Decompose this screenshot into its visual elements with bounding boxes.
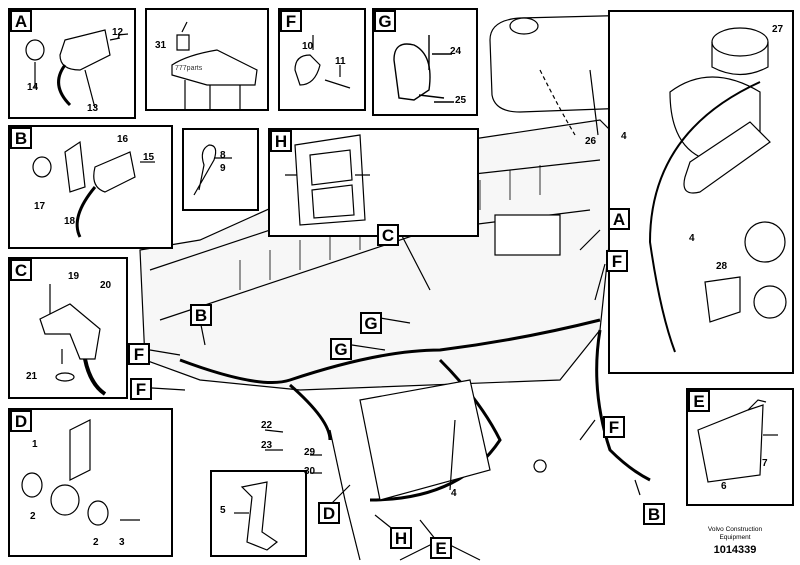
part-label: 2 [30,511,36,522]
part-label: 10 [302,41,314,52]
part-label: 20 [100,280,112,291]
part-label: 6 [721,481,727,492]
callout-a: A [608,208,630,230]
part-label: 15 [143,152,155,163]
panel-f-letter: F [280,10,302,32]
callout-e: E [430,537,452,559]
part-label: 14 [27,82,39,93]
part-label: 16 [117,134,129,145]
callout-f: F [606,250,628,272]
detail-panel-bracket [210,470,307,557]
part-label: 29 [304,447,316,458]
detail-panel-air-filter [608,10,794,374]
callout-f: F [128,343,150,365]
part-label: 7 [762,458,768,469]
part-label: 19 [68,271,80,282]
part-label: 27 [772,24,784,35]
part-label: 30 [304,466,316,477]
callout-g: G [330,338,352,360]
callout-f: F [130,378,152,400]
callout-b: B [643,503,665,525]
part-label: 21 [26,371,38,382]
callout-f: F [603,416,625,438]
panel-h-letter: H [270,130,292,152]
part-label: 3 [119,537,125,548]
watermark: 777parts [175,65,203,72]
part-label: 17 [34,201,46,212]
detail-panel-cable-tie [182,128,259,211]
manufacturer-line2: Equipment [719,534,751,541]
panel-e-letter: E [688,390,710,412]
detail-panel-e [686,388,794,506]
detail-panel-b [8,125,173,249]
part-label: 9 [220,163,226,174]
callout-d: D [318,502,340,524]
part-label: 28 [716,261,728,272]
detail-panel-d [8,408,173,557]
part-label: 1 [32,439,38,450]
part-label: 31 [155,40,167,51]
part-label: 25 [455,95,467,106]
diagram-footer: Volvo Construction Equipment 1014339 [690,526,780,556]
part-label: 4 [451,488,457,499]
detail-panel-c [8,257,128,399]
panel-c-letter: C [10,259,32,281]
panel-b-letter: B [10,127,32,149]
diagram-number: 1014339 [713,544,757,556]
part-label: 13 [87,103,99,114]
detail-panel-31 [145,8,269,111]
callout-h: H [390,527,412,549]
part-label: 23 [261,440,273,451]
part-label: 22 [261,420,273,431]
panel-a-letter: A [10,10,32,32]
manufacturer-line1: Volvo Construction [707,526,763,533]
callout-c: C [377,224,399,246]
callout-b: B [190,304,212,326]
part-label: 11 [335,56,346,67]
part-label: 26 [585,136,597,147]
part-label: 5 [220,505,226,516]
panel-d-letter: D [10,410,32,432]
part-label: 2 [93,537,99,548]
part-label: 4 [689,233,695,244]
detail-panel-h [268,128,479,237]
part-label: 4 [621,131,627,142]
part-label: 8 [220,150,226,161]
detail-panel-a [8,8,136,119]
part-label: 12 [112,27,124,38]
callout-g: G [360,312,382,334]
part-label: 24 [450,46,462,57]
panel-g-letter: G [374,10,396,32]
part-label: 18 [64,216,76,227]
